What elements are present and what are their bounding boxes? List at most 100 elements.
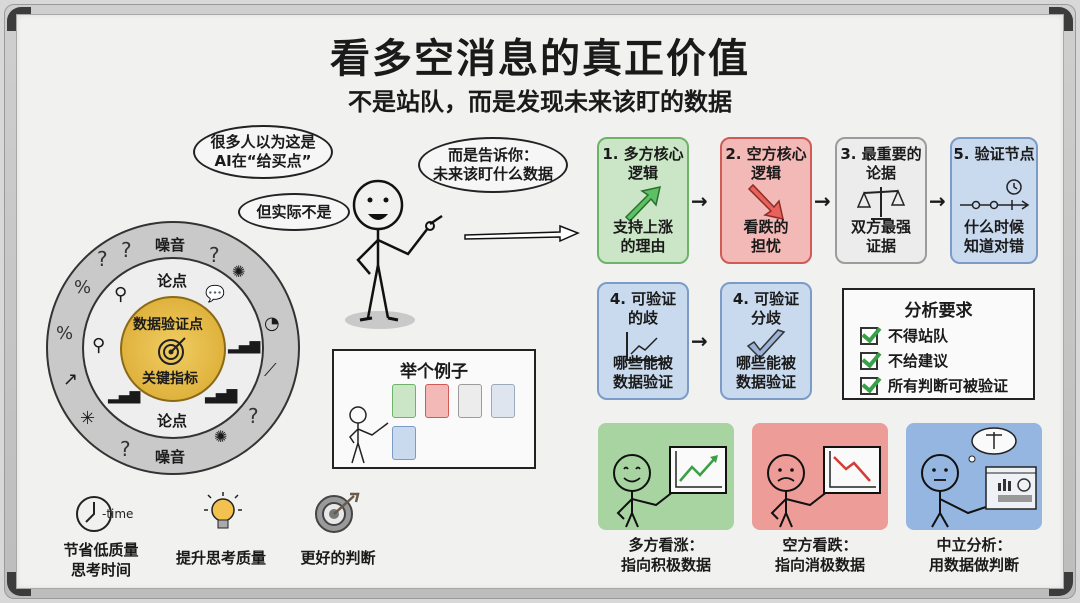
checkmark-icon bbox=[722, 328, 810, 362]
flow-card-key-evidence: 3. 最重要的 论据 双方最强证据 bbox=[835, 137, 927, 264]
checkbox-checked-icon bbox=[860, 376, 878, 395]
question-mark-icon: ? bbox=[121, 238, 132, 262]
mini-card-red bbox=[425, 384, 449, 418]
benefit-improve-thinking: 提升思考质量 bbox=[166, 548, 276, 568]
card-desc: 什么时候 bbox=[963, 218, 1024, 236]
ring-label-noise: 噪音 bbox=[155, 236, 186, 254]
bubble-text: 而是告诉你： bbox=[447, 146, 538, 164]
card-desc: 数据验证 bbox=[612, 373, 673, 391]
requirement-item: 所有判断可被验证 bbox=[860, 375, 1033, 396]
flow-card-bull-logic: 1. 多方核心 逻辑 支持上涨的理由 bbox=[597, 137, 689, 264]
panel-bear-illustration bbox=[752, 423, 888, 530]
flow-card-verifiable-divergence: 4. 可验证 的歧 哪些能被数据验证 bbox=[597, 282, 689, 400]
question-mark-icon: ? bbox=[209, 243, 220, 267]
magnifier-icon: ⚲ bbox=[114, 284, 128, 305]
panel-bull-illustration bbox=[598, 423, 734, 530]
card-desc: 哪些能被 bbox=[612, 354, 673, 372]
benefit-text: 提升思考质量 bbox=[175, 549, 266, 567]
bubble-text: 很多人以为这是 bbox=[210, 133, 316, 151]
bubble-text: AI在“给买点” bbox=[214, 152, 312, 170]
page-subtitle: 不是站队，而是发现未来该盯的数据 bbox=[348, 88, 732, 116]
core-label-data-points: 数据验证点 bbox=[133, 317, 203, 333]
tangle-icon: ✺ bbox=[214, 427, 228, 446]
card-desc: 证据 bbox=[865, 237, 896, 255]
requirement-item: 不给建议 bbox=[860, 350, 1033, 371]
stick-figure-presenter-icon bbox=[345, 179, 580, 329]
page-title: 看多空消息的真正价值 bbox=[330, 36, 750, 82]
card-title: 论据 bbox=[865, 164, 896, 182]
panel-caption-bear: 空方看跌：指向消极数据 bbox=[740, 535, 900, 575]
magnifier-icon: ⚲ bbox=[92, 335, 106, 356]
caption-line: 用数据做判断 bbox=[928, 556, 1019, 574]
mini-stick-figure-icon bbox=[349, 406, 389, 464]
example-title: 举个例子 bbox=[400, 362, 468, 382]
ring-label-noise: 噪音 bbox=[155, 448, 186, 466]
card-desc: 双方最强 bbox=[850, 218, 911, 236]
bar-chart-icon: ▂▄▆ bbox=[228, 338, 261, 354]
bar-chart-growth-icon: ▃▅▇ bbox=[205, 388, 238, 404]
happy-presenter-icon bbox=[613, 446, 727, 528]
neutral-analyst-icon bbox=[921, 427, 1037, 528]
benefit-text: 思考时间 bbox=[70, 561, 131, 579]
card-title: 4. 可验证 bbox=[732, 290, 800, 308]
trend-chart-icon: ⟋ bbox=[264, 360, 277, 381]
target-arrow-icon bbox=[315, 492, 360, 533]
example-box: 举个例子 bbox=[332, 349, 536, 469]
flow-arrow-icon: → bbox=[691, 329, 708, 353]
card-desc: 的理由 bbox=[620, 237, 666, 255]
benefit-text: 节省低质量 bbox=[63, 541, 139, 559]
requirements-title: 分析要求 bbox=[904, 301, 973, 321]
percent-icon: % bbox=[74, 277, 92, 298]
benefit-text: 更好的判断 bbox=[300, 549, 376, 567]
caption-line: 空方看跌： bbox=[782, 536, 858, 554]
question-mark-icon: ? bbox=[120, 437, 131, 461]
caption-line: 中立分析： bbox=[936, 536, 1012, 554]
timeline-clock-icon bbox=[952, 177, 1036, 217]
bar-chart-icon: ▂▄▆ bbox=[108, 388, 141, 404]
bubble-text: 未来该盯什么数据 bbox=[432, 165, 553, 183]
speech-bubble-actual-meaning: 而是告诉你：未来该盯什么数据 bbox=[418, 137, 568, 193]
flow-card-verifiable-divergence-2: 4. 可验证 分歧 哪些能被数据验证 bbox=[720, 282, 812, 400]
clock-time-icon: -time bbox=[76, 496, 133, 532]
pie-chart-icon: ◔ bbox=[264, 313, 280, 334]
card-desc: 知道对错 bbox=[963, 237, 1024, 255]
svg-text:-time: -time bbox=[102, 507, 133, 521]
core-label-key-metrics: 关键指标 bbox=[142, 371, 198, 387]
caption-line: 指向积极数据 bbox=[620, 556, 711, 574]
scale-icon bbox=[837, 183, 925, 223]
flow-card-verification-node: 5. 验证节点 什么时候知道对错 bbox=[950, 137, 1038, 264]
question-mark-icon: ? bbox=[97, 247, 108, 271]
percent-icon: % bbox=[56, 323, 74, 344]
card-title: 的歧 bbox=[627, 309, 658, 327]
mini-card-blue bbox=[392, 426, 416, 460]
benefit-save-time: 节省低质量思考时间 bbox=[56, 540, 146, 580]
card-desc: 担忧 bbox=[750, 237, 781, 255]
card-title: 3. 最重要的 bbox=[840, 145, 922, 163]
analysis-requirements-box: 分析要求 不得站队 不给建议 所有判断可被验证 bbox=[842, 288, 1035, 400]
question-mark-icon: ? bbox=[248, 404, 259, 428]
trend-up-icon: ↗ bbox=[63, 369, 79, 390]
tangle-icon: ✺ bbox=[232, 262, 246, 281]
checkbox-checked-icon bbox=[860, 326, 878, 345]
mini-card-green bbox=[392, 384, 416, 418]
ring-label-argument: 论点 bbox=[157, 272, 188, 290]
panel-caption-neutral: 中立分析： 用数据做判断 bbox=[894, 535, 1054, 575]
worried-presenter-icon bbox=[767, 446, 881, 528]
mini-card-blue bbox=[491, 384, 515, 418]
network-icon: ✳ bbox=[80, 408, 96, 429]
card-title: 2. 空方核心 bbox=[725, 145, 807, 163]
line-chart-icon bbox=[599, 330, 687, 362]
card-title: 逻辑 bbox=[627, 164, 658, 182]
checkbox-checked-icon bbox=[860, 351, 878, 370]
lightbulb-icon bbox=[204, 492, 242, 529]
card-title: 分歧 bbox=[750, 309, 781, 327]
card-title: 5. 验证节点 bbox=[953, 145, 1035, 163]
card-title: 逻辑 bbox=[750, 164, 781, 182]
requirement-text: 不得站队 bbox=[888, 327, 949, 345]
requirement-text: 不给建议 bbox=[888, 352, 949, 370]
panel-neutral-illustration bbox=[906, 423, 1042, 530]
benefit-better-judgment: 更好的判断 bbox=[290, 548, 386, 568]
flow-arrow-icon: → bbox=[929, 189, 946, 213]
card-desc: 支持上涨 bbox=[612, 218, 673, 236]
